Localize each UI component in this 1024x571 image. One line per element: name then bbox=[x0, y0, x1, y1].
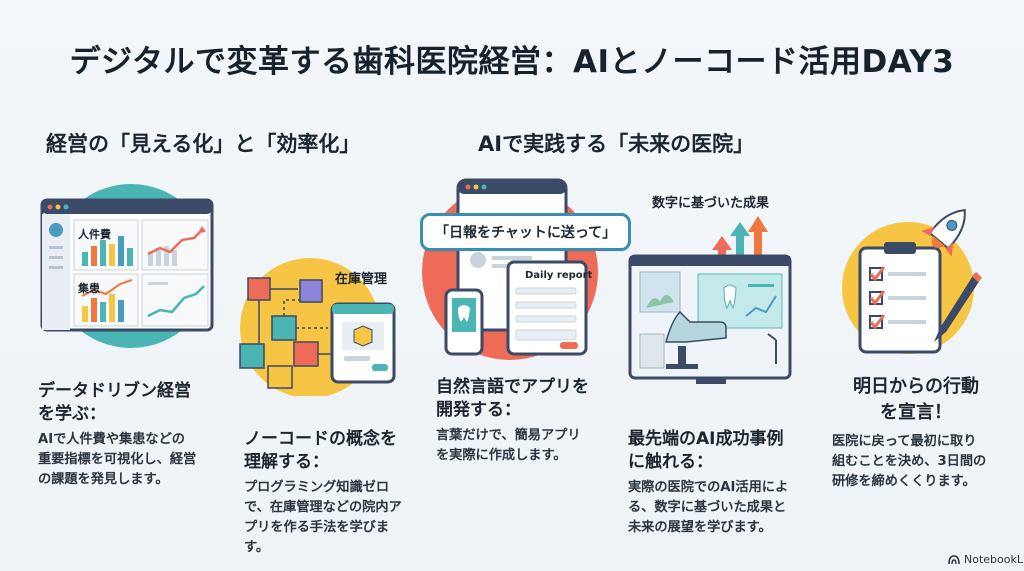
card-heading-line: 明日からの行動 bbox=[853, 376, 979, 397]
card-heading-line: データドリブン経営 bbox=[38, 381, 191, 401]
page-title: デジタルで変革する歯科医院経営：AIとノーコード活用DAY3 bbox=[69, 44, 955, 80]
label-personnel-cost: 人件費 bbox=[78, 228, 111, 241]
section-heading-right: AIで実践する「未来の医院」 bbox=[478, 132, 755, 156]
card-body-line: 重要指標を可視化し、経営 bbox=[38, 452, 197, 467]
label-inventory: 在庫管理 bbox=[335, 272, 388, 287]
card-data-driven: データドリブン経営 を学ぶ： AIで人件費や集患などの 重要指標を可視化し、経営… bbox=[38, 380, 238, 490]
card-heading-line: を学ぶ： bbox=[38, 404, 106, 424]
card-body-line: 言葉だけで、簡易アプリ bbox=[436, 428, 581, 443]
chat-bubble: 「日報をチャットに送って」 bbox=[420, 213, 632, 251]
card-body-line: 組むことを決め、3日間の bbox=[832, 454, 987, 469]
card-body-line: を実際に作成します。 bbox=[436, 448, 567, 463]
card-body-line: 未来の展望を学びます。 bbox=[628, 520, 772, 535]
label-patient-acquisition: 集患 bbox=[78, 282, 100, 295]
clinic-monitor-illustration bbox=[628, 216, 792, 384]
card-ai-cases: 最先端のAI成功事例 に触れる： 実際の医院でのAI活用によ る、数字に基づいた… bbox=[628, 428, 824, 538]
card-action: 明日からの行動 を宣言！ 医院に戻って最初に取り 組むことを決め、3日間の 研修… bbox=[826, 374, 1006, 492]
card-heading-line: 自然言語でアプリを bbox=[436, 377, 589, 397]
card-body-line: 実際の医院でのAI活用によ bbox=[628, 480, 789, 495]
card-body-line: 研修を締めくくります。 bbox=[832, 474, 976, 489]
card-heading-line: ノーコードの概念を bbox=[244, 429, 397, 449]
label-results: 数字に基づいた成果 bbox=[652, 196, 770, 211]
notebooklm-logo-icon bbox=[948, 554, 960, 564]
card-heading-line: に触れる： bbox=[628, 452, 713, 472]
footer-text: NotebookLM bbox=[964, 553, 1024, 566]
rocket-checklist-illustration bbox=[842, 208, 983, 354]
label-daily-report: Daily report bbox=[525, 270, 593, 281]
card-body-line: る、数字に基づいた成果と bbox=[628, 500, 787, 515]
card-heading-line: 最先端のAI成功事例 bbox=[628, 429, 784, 449]
card-body-line: AIで人件費や集患などの bbox=[38, 432, 185, 447]
card-body-line: す。 bbox=[244, 540, 270, 555]
card-heading-line: 理解する： bbox=[244, 452, 329, 472]
section-heading-left: 経営の「見える化」と「効率化」 bbox=[46, 132, 361, 156]
card-body-line: の課題を発見します。 bbox=[38, 472, 169, 487]
footer-brand: NotebookLM bbox=[948, 553, 1024, 566]
card-natural-language: 自然言語でアプリを 開発する： 言葉だけで、簡易アプリ を実際に作成します。 bbox=[436, 376, 626, 466]
card-body-line: 医院に戻って最初に取り bbox=[832, 434, 977, 449]
card-body-line: プログラミング知識ゼロ bbox=[244, 480, 390, 495]
chat-app-illustration bbox=[422, 178, 598, 360]
card-heading-line: を宣言！ bbox=[880, 402, 952, 423]
card-heading-line: 開発する： bbox=[436, 400, 521, 420]
card-body-line: で、在庫管理などの院内ア bbox=[244, 500, 402, 515]
nocode-illustration bbox=[239, 258, 396, 396]
card-nocode: ノーコードの概念を 理解する： プログラミング知識ゼロ で、在庫管理などの院内ア… bbox=[244, 428, 434, 558]
card-body-line: プリを作る手法を学びま bbox=[244, 520, 390, 535]
dashboard-illustration bbox=[40, 184, 214, 348]
